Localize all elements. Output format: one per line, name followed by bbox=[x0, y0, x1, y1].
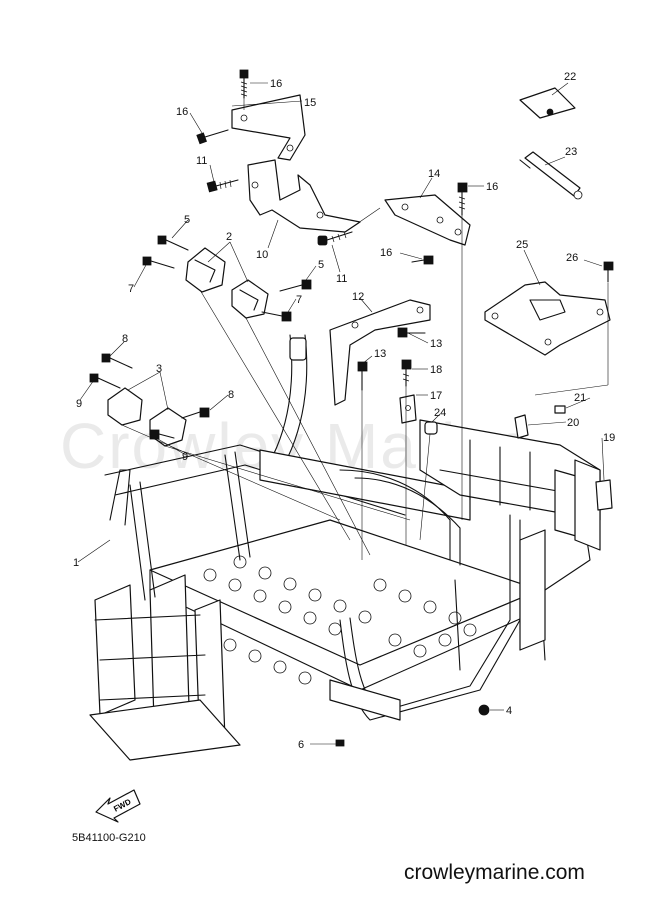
part-23-pin bbox=[519, 151, 583, 200]
callout-6: 6 bbox=[298, 739, 304, 751]
callout-1: 1 bbox=[73, 557, 79, 569]
callout-15: 15 bbox=[304, 97, 316, 109]
part-5-bolt-b bbox=[279, 279, 312, 292]
part-26-bolt bbox=[603, 261, 614, 283]
callout-16c: 16 bbox=[486, 181, 498, 193]
part-7-bolt-a bbox=[142, 256, 175, 269]
part-2-mount-a bbox=[185, 247, 226, 293]
callout-16d: 16 bbox=[380, 247, 392, 259]
part-7-bolt-b bbox=[261, 311, 292, 322]
callout-16b: 16 bbox=[176, 106, 188, 118]
callout-23: 23 bbox=[565, 146, 577, 158]
part-6-clip bbox=[335, 739, 345, 747]
part-16-bolt-left bbox=[196, 129, 229, 145]
callout-8b: 8 bbox=[228, 389, 234, 401]
part-code: 5B41100-G210 bbox=[72, 832, 146, 844]
part-22-pad bbox=[519, 87, 576, 119]
part-25-cover bbox=[484, 281, 611, 356]
part-14-bracket bbox=[384, 194, 471, 246]
callout-22: 22 bbox=[564, 71, 576, 83]
callout-19: 19 bbox=[603, 432, 615, 444]
callout-5b: 5 bbox=[318, 259, 324, 271]
main-frame bbox=[89, 334, 601, 761]
part-5-bolt-a bbox=[157, 235, 189, 251]
callout-5: 5 bbox=[184, 214, 190, 226]
fwd-arrow-icon: FWD bbox=[95, 789, 141, 823]
part-16-bolt-mid bbox=[411, 255, 434, 265]
callout-9b: 9 bbox=[182, 451, 188, 463]
part-8-bolt-a bbox=[101, 353, 133, 369]
site-footer-link[interactable]: crowleymarine.com bbox=[404, 861, 585, 884]
callout-13: 13 bbox=[430, 338, 442, 350]
callout-3: 3 bbox=[156, 363, 162, 375]
callout-26: 26 bbox=[566, 252, 578, 264]
part-18-bolt bbox=[401, 359, 412, 387]
part-20-label bbox=[514, 414, 529, 439]
part-4-grommet bbox=[478, 704, 490, 716]
part-13-bolt-b bbox=[357, 361, 368, 391]
callout-7: 7 bbox=[128, 283, 134, 295]
callout-11b: 11 bbox=[336, 273, 347, 285]
part-3-mount-a bbox=[107, 387, 143, 426]
part-11-bolt-upper bbox=[206, 179, 239, 193]
part-10-mount bbox=[247, 159, 361, 233]
part-12-bracket bbox=[329, 299, 431, 406]
callout-25: 25 bbox=[516, 239, 528, 251]
part-9-bolt-a bbox=[89, 373, 121, 389]
part-8-bolt-b bbox=[181, 407, 210, 419]
callout-21: 21 bbox=[574, 392, 586, 404]
part-19-label bbox=[595, 479, 613, 511]
part-13-bolt-a bbox=[397, 327, 426, 338]
part-2-mount-b bbox=[231, 279, 269, 319]
part-15-bracket bbox=[231, 94, 306, 161]
callout-17: 17 bbox=[430, 390, 442, 402]
callout-24: 24 bbox=[434, 407, 446, 419]
part-21-label bbox=[554, 405, 566, 414]
callout-12: 12 bbox=[352, 291, 364, 303]
callout-8: 8 bbox=[122, 333, 128, 345]
part-24-cap bbox=[424, 421, 438, 435]
leader-lines bbox=[77, 82, 609, 745]
callout-20: 20 bbox=[567, 417, 579, 429]
callout-7b: 7 bbox=[296, 294, 302, 306]
callout-13b: 13 bbox=[374, 348, 386, 360]
callout-labels: 1 2 3 4 5 5 6 7 7 8 8 9 9 10 11 11 12 13… bbox=[73, 71, 615, 751]
callout-14: 14 bbox=[428, 168, 440, 180]
callout-9: 9 bbox=[76, 398, 82, 410]
callout-10: 10 bbox=[256, 249, 268, 261]
part-17-clip bbox=[399, 394, 417, 424]
part-16-bolt-top bbox=[239, 69, 249, 99]
part-16-bolt-right bbox=[457, 182, 468, 216]
callout-4: 4 bbox=[506, 705, 512, 717]
callout-11: 11 bbox=[196, 155, 207, 167]
floor-holes bbox=[203, 555, 477, 685]
callout-16: 16 bbox=[270, 78, 282, 90]
part-11-bolt-lower bbox=[317, 231, 353, 246]
callout-2: 2 bbox=[226, 231, 232, 243]
callout-18: 18 bbox=[430, 364, 442, 376]
